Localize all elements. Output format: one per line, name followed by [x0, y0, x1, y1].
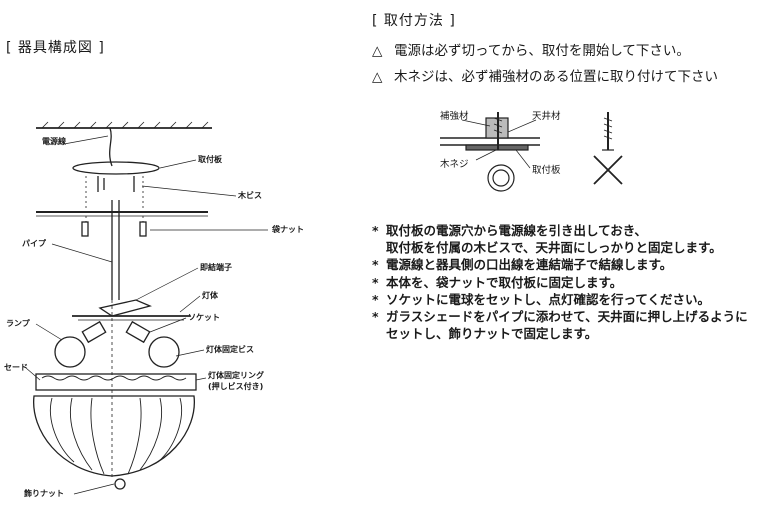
- label-shade: セード: [4, 363, 28, 372]
- detail-label-mount-plate: 取付板: [532, 165, 561, 176]
- detail-label-wood-screw: 木ネジ: [440, 159, 469, 170]
- label-connector: 即結端子: [200, 263, 232, 272]
- install-steps-list: * 取付板の電源穴から電源線を引き出しておき、 取付板を付属の木ビスで、天井面に…: [372, 222, 758, 342]
- asterisk-icon: *: [372, 309, 379, 325]
- label-body-fix-screw: 灯体固定ビス: [206, 345, 254, 354]
- label-bag-nut: 袋ナット: [272, 225, 304, 234]
- label-lamp: ランプ: [6, 319, 30, 328]
- label-fix-ring-note: (押しビス付き): [208, 382, 264, 391]
- install-step: * ガラスシェードをパイプに添わせて、天井面に押し上げるように セットし、飾りナ…: [372, 309, 748, 342]
- install-step: * ソケットに電球をセットし、点灯確認を行ってください。: [372, 291, 711, 307]
- warning-power-off: △電源は必ず切ってから、取付を開始して下さい。: [372, 43, 690, 59]
- label-deco-nut: 飾りナット: [24, 489, 64, 498]
- detail-label-ceiling: 天井材: [532, 111, 561, 122]
- asterisk-icon: *: [372, 223, 379, 238]
- install-step: * 取付板の電源穴から電源線を引き出しておき、 取付板を付属の木ビスで、天井面に…: [372, 223, 722, 256]
- asterisk-icon: *: [372, 274, 379, 290]
- asterisk-icon: *: [372, 291, 379, 307]
- detail-label-reinforcement: 補強材: [440, 111, 469, 122]
- install-step: * 本体を、袋ナットで取付板に固定します。: [372, 274, 623, 290]
- warning-reinforcement: △木ネジは、必ず補強材のある位置に取り付けて下さい: [372, 69, 718, 85]
- label-fix-ring: 灯体固定リング: [208, 371, 264, 380]
- label-power-cord: 電源線: [42, 137, 66, 146]
- diagram-title: [ 器具構成図 ]: [6, 40, 105, 56]
- install-step: * 電源線と器具側の口出線を連結端子で結線します。: [372, 257, 673, 273]
- label-socket: ソケット: [188, 313, 220, 322]
- label-pipe: パイプ: [22, 239, 46, 248]
- label-lamp-body: 灯体: [202, 291, 218, 300]
- warning-triangle-icon: △: [372, 69, 383, 85]
- asterisk-icon: *: [372, 257, 379, 273]
- label-mount-plate: 取付板: [198, 155, 222, 164]
- warning-triangle-icon: △: [372, 43, 383, 59]
- label-wood-screw: 木ビス: [238, 191, 262, 200]
- install-title: [ 取付方法 ]: [372, 13, 456, 29]
